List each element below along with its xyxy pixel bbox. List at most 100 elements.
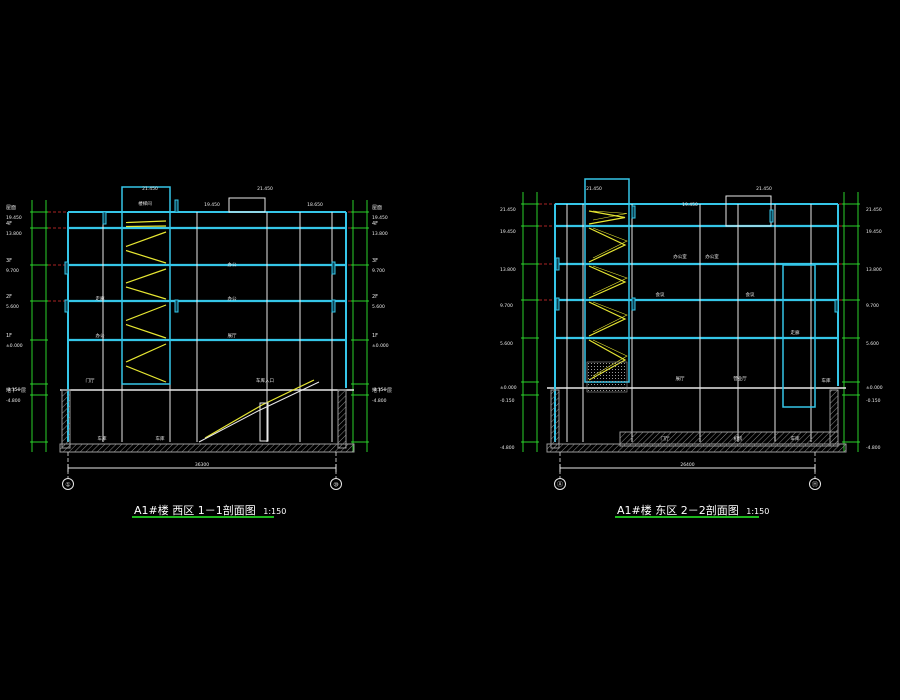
level-elevation: 19.450 [500,229,516,235]
retaining-wall [337,389,347,449]
level-label: 3F [6,258,12,264]
level-elevation: -4.800 [6,398,21,404]
level-elevation: ±0.000 [6,343,23,349]
level-elevation: 9.700 [866,303,879,309]
level-elevation: 19.450 [372,215,388,221]
overall-dimension: 36300 [195,462,209,468]
level-elevation: 21.450 [500,207,516,213]
level-elevation: -4.800 [866,445,881,451]
roof-structure [228,197,266,213]
stair-flight [125,249,167,264]
stair-flight [592,265,628,295]
top-elevation: 18.650 [307,202,323,208]
title-block-west: A1#楼 西区 1－1剖面图 1:150 [134,502,286,518]
title-underline-west [132,516,274,518]
stair-shaft [121,186,171,385]
level-elevation: -4.800 [372,398,387,404]
stair-flight [592,301,628,333]
level-label: 3F [372,258,378,264]
grid-label: Ⓐ [557,481,563,489]
stair-flight [125,286,167,300]
drawing-title-east: A1#楼 东区 2－2剖面图 [617,504,739,517]
window [64,261,69,275]
level-elevation: ±0.000 [866,385,883,391]
room-label: 展厅 [676,376,685,382]
level-elevation: 21.450 [866,207,882,213]
side-core [782,264,816,408]
retaining-wall [61,389,71,449]
level-label: 4F [372,221,378,227]
window [834,299,839,313]
level-elevation: 5.600 [372,304,385,310]
room-label: 办公 [96,332,105,339]
grid-bubble [330,478,342,490]
level-elevation: 9.700 [372,268,385,274]
window [555,257,560,271]
level-label: 1F [372,333,378,339]
window [331,261,336,275]
level-label: 地下一层 [372,387,392,394]
top-elevation: 21.450 [257,186,273,192]
level-label: 地下一层 [6,387,26,394]
room-label: 营业厅 [733,375,747,382]
window [174,199,179,213]
room-label: 车库 [98,435,107,442]
window [631,205,636,219]
room-label: 会议 [656,291,665,298]
level-elevation: -0.150 [500,398,515,404]
level-label: 屋面 [372,205,382,211]
top-elevation: 21.450 [756,186,772,192]
room-label: 走廊 [791,329,800,336]
level-elevation: ±0.000 [500,385,517,391]
room-label: 办公室 [673,253,687,260]
window [331,299,336,313]
window [64,299,69,313]
grid-label: Ⓗ [812,481,818,489]
level-elevation: 5.600 [500,341,513,347]
stair-flight [125,343,167,363]
ramp-wall [259,402,269,442]
top-elevation: 21.450 [586,186,602,192]
foundation-hatch [619,431,839,447]
retaining-wall [829,389,839,447]
ground-hatch [59,443,355,453]
room-label: 办公 [228,295,237,302]
stair-flight [125,323,167,339]
level-elevation: 5.600 [866,341,879,347]
stair-flight [588,227,627,263]
level-elevation: -0.150 [6,387,21,393]
level-elevation: 5.600 [6,304,19,310]
grid-label: ① [65,482,70,489]
top-elevation: 19.450 [682,202,698,208]
ramp-edge [198,381,320,443]
top-elevation: 21.450 [142,186,158,192]
window [555,297,560,311]
top-elevation: 19.450 [204,202,220,208]
level-label: 2F [6,294,12,300]
room-label: 车库 [156,435,165,442]
room-label: 会议 [746,291,755,298]
stair-flight [125,304,167,322]
shaft-fill [586,361,628,393]
grid-bubble [809,478,821,490]
stair-flight [588,210,626,225]
grid-label: ⑩ [333,482,338,489]
level-elevation: ±0.000 [372,343,389,349]
level-elevation: 13.800 [500,267,516,273]
room-label: 展厅 [228,333,237,339]
stair-flight [125,365,167,383]
room-label: 走廊 [96,295,105,302]
level-elevation: 9.700 [6,268,19,274]
stair-flight [588,301,627,337]
room-label: 办公 [228,261,237,268]
room-label: 车库入口 [256,377,274,384]
stair-flight [588,265,627,299]
level-label: 1F [6,333,12,339]
level-elevation: 19.450 [6,215,22,221]
level-elevation: -0.150 [372,387,387,393]
grid-bubble [62,478,74,490]
level-elevation: 13.800 [6,231,22,237]
title-underline-east [615,516,759,518]
title-block-east: A1#楼 东区 2－2剖面图 1:150 [617,502,769,518]
